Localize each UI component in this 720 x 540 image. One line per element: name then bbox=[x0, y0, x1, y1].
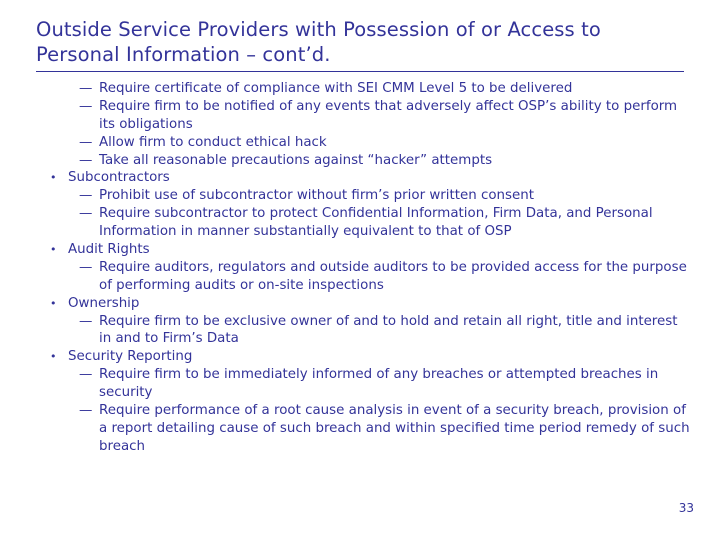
bullet-dot-icon: • bbox=[50, 350, 57, 364]
bullet-row: • Security Reporting bbox=[36, 348, 691, 366]
bullet-dash-icon: — bbox=[79, 152, 93, 168]
bullet-text: Prohibit use of subcontractor without fi… bbox=[99, 188, 534, 204]
bullet-dot-icon: • bbox=[50, 171, 57, 185]
bullet-dash-icon: — bbox=[79, 259, 93, 275]
bullet-row: • Ownership bbox=[36, 295, 691, 313]
bullet-row: • Subcontractors bbox=[36, 169, 691, 187]
bullet-row: — Require subcontractor to protect Confid… bbox=[36, 205, 691, 241]
bullet-dash-icon: — bbox=[79, 81, 93, 96]
bullet-row: — Allow firm to conduct ethical hack bbox=[36, 134, 691, 152]
bullet-text: Require firm to be exclusive owner of an… bbox=[99, 313, 678, 347]
bullet-row: — Require performance of a root cause ana… bbox=[36, 402, 691, 456]
bullet-dash-icon: — bbox=[79, 313, 93, 329]
bullet-dash-icon: — bbox=[79, 134, 93, 150]
bullet-dash-icon: — bbox=[79, 367, 93, 383]
bullet-row: — Require certificate of compliance with … bbox=[36, 80, 691, 98]
bullet-row: — Take all reasonable precautions against… bbox=[36, 152, 691, 170]
title-divider bbox=[36, 71, 684, 72]
page-number: 33 bbox=[678, 501, 694, 515]
bullet-dash-icon: — bbox=[79, 188, 93, 204]
bullet-dash-icon: — bbox=[79, 403, 93, 419]
slide-title: Outside Service Providers with Possessio… bbox=[36, 18, 601, 66]
bullet-dot-icon: • bbox=[50, 243, 57, 257]
bullet-dot-icon: • bbox=[50, 296, 57, 310]
bullet-text: Take all reasonable precautions against … bbox=[99, 152, 493, 168]
bullet-text: Require performance of a root cause anal… bbox=[99, 403, 690, 454]
bullet-text: Ownership bbox=[68, 295, 140, 311]
bullet-text: Require auditors, regulators and outside… bbox=[99, 259, 687, 293]
bullet-text: Require subcontractor to protect Confide… bbox=[99, 206, 653, 240]
bullet-dash-icon: — bbox=[79, 206, 93, 222]
bullet-row: — Require firm to be notified of any even… bbox=[36, 98, 691, 134]
bullet-text: Allow firm to conduct ethical hack bbox=[99, 134, 327, 150]
slide-body: — Require certificate of compliance with … bbox=[36, 80, 691, 456]
bullet-row: — Require firm to be exclusive owner of a… bbox=[36, 313, 691, 349]
bullet-text: Require firm to be immediately informed … bbox=[99, 367, 659, 401]
bullet-row: — Require auditors, regulators and outsid… bbox=[36, 259, 691, 295]
bullet-text: Require firm to be notified of any event… bbox=[99, 98, 678, 132]
bullet-dash-icon: — bbox=[79, 98, 93, 114]
bullet-row: — Prohibit use of subcontractor without f… bbox=[36, 187, 691, 205]
bullet-row: • Audit Rights bbox=[36, 241, 691, 259]
bullet-text: Require certificate of compliance with S… bbox=[99, 81, 573, 96]
bullet-text: Audit Rights bbox=[68, 242, 150, 258]
bullet-text: Subcontractors bbox=[68, 170, 170, 186]
bullet-row: — Require firm to be immediately informed… bbox=[36, 366, 691, 402]
bullet-text: Security Reporting bbox=[68, 349, 193, 365]
